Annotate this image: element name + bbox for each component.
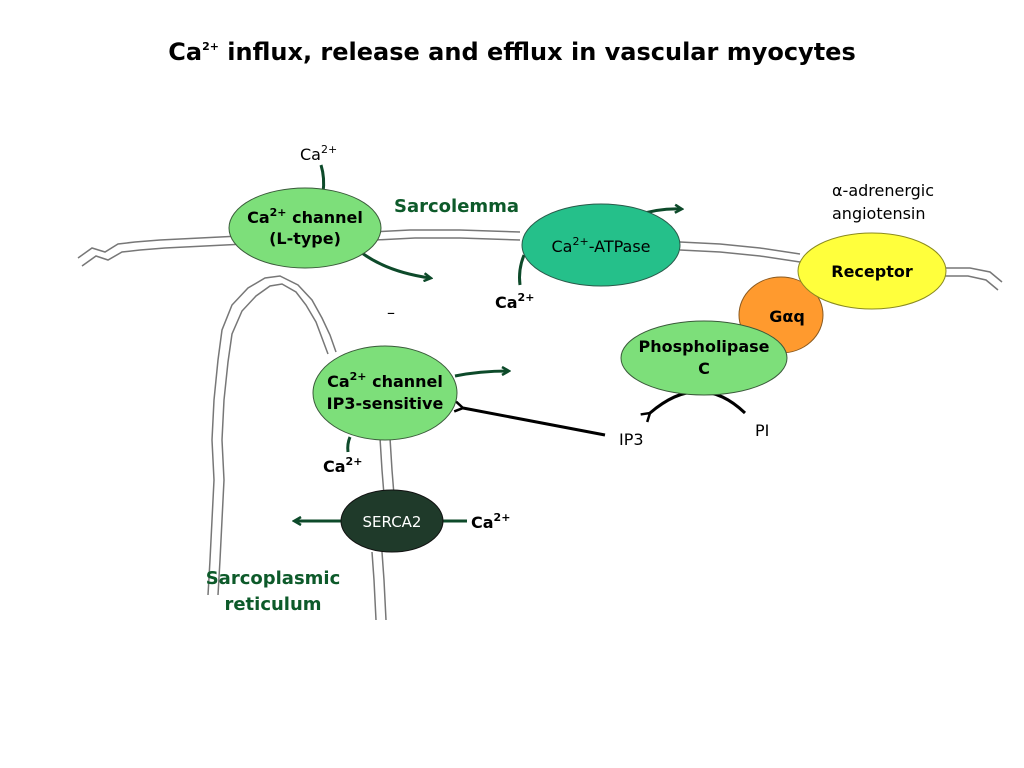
ip3channel-release-arrow xyxy=(454,371,508,378)
ip3-channel-label-1: Ca2+ channel xyxy=(327,370,443,391)
ltype-channel-label-1: Ca2+ channel xyxy=(247,206,363,227)
ca-label-atpase: Ca2+ xyxy=(495,291,534,312)
ligand-label-2: angiotensin xyxy=(832,204,926,223)
ltype-channel: Ca2+ channel (L-type) xyxy=(228,187,382,269)
receptor-shape xyxy=(797,232,947,310)
receptor-label: Receptor xyxy=(831,262,913,281)
ltype-channel-shape xyxy=(228,187,382,269)
ca-atpase-shape xyxy=(521,203,681,287)
ca-label-ltype: Ca2+ xyxy=(300,143,337,164)
page-title: Ca2+ influx, release and efflux in vascu… xyxy=(168,38,855,66)
atpase-efflux-stub xyxy=(518,254,526,286)
ip3-sensitive-channel: Ca2+ channel IP3-sensitive xyxy=(312,345,458,441)
ip3channel-release-stub xyxy=(346,436,352,453)
receptor: Receptor xyxy=(797,232,947,310)
sarcolemma-label: Sarcolemma xyxy=(394,196,519,217)
serca2-shape xyxy=(340,489,444,553)
ip3-to-channel-arrow xyxy=(463,408,606,437)
serca2-pump: SERCA2 xyxy=(340,489,444,553)
ca-label-ip3: Ca2+ xyxy=(323,455,362,476)
plc-label-2: C xyxy=(698,359,710,378)
sr-label-2: reticulum xyxy=(224,594,321,615)
pi-label: PI xyxy=(755,421,769,440)
ca-label-serca: Ca2+ xyxy=(471,511,510,532)
gaq-label: Gαq xyxy=(769,307,805,326)
sr-membrane xyxy=(207,275,395,621)
sr-label-1: Sarcoplasmic xyxy=(206,568,341,589)
ltype-channel-label-2: (L-type) xyxy=(269,229,341,248)
phospholipase-c: Phospholipase C xyxy=(620,320,788,396)
plc-label-1: Phospholipase xyxy=(638,337,769,356)
serca2-label: SERCA2 xyxy=(363,513,422,531)
plc-shape xyxy=(620,320,788,396)
ip3-channel-label-2: IP3-sensitive xyxy=(327,394,444,413)
ip3-channel-shape xyxy=(312,345,458,441)
sarcolemma-membrane xyxy=(77,229,1003,291)
ligand-label-1: α-adrenergic xyxy=(832,181,934,200)
ca-atpase: Ca2+-ATPase xyxy=(521,203,681,287)
dash-mark: – xyxy=(387,303,395,322)
ltype-influx-arrow xyxy=(361,251,430,278)
ip3-label: IP3 xyxy=(619,430,644,449)
ca-atpase-label: Ca2+-ATPase xyxy=(551,235,650,256)
